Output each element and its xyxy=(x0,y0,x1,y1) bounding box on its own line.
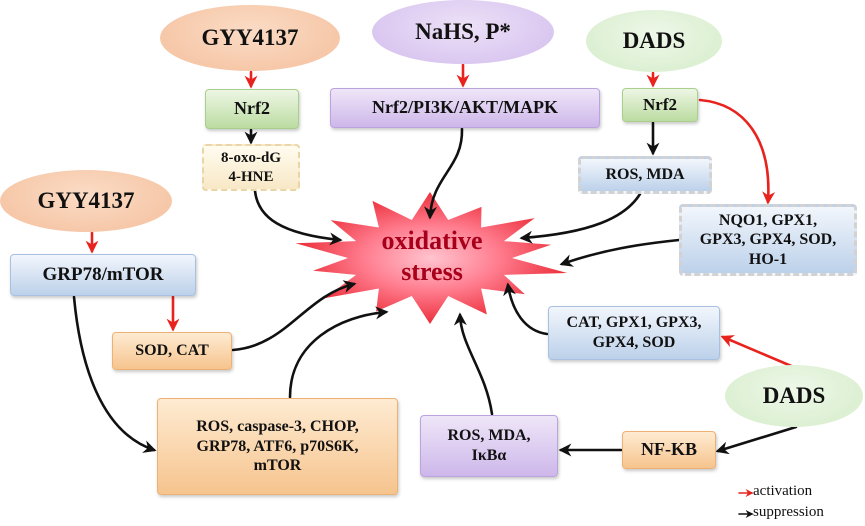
gyy4137-top-node: GYY4137 xyxy=(160,5,340,71)
arrow-cat-gpx-group-to-stress xyxy=(503,282,549,336)
node-label: Nrf2/PI3K/AKT/MAPK xyxy=(372,97,558,118)
arrow-nrf2-pathway-to-stress xyxy=(424,127,464,220)
node-label-line: GPX4, SOD xyxy=(592,334,676,351)
node-label-line: HO-1 xyxy=(748,250,788,268)
gyy4137-left-node: GYY4137 xyxy=(0,170,172,232)
node-label: NaHS, P* xyxy=(415,18,511,44)
nfkb-node: NF-KB xyxy=(622,431,716,469)
arrow-grp78-to-ros-caspase-group xyxy=(72,295,157,453)
node-label: SOD, CAT xyxy=(135,342,209,360)
node-label: ROS, MDA xyxy=(605,166,685,184)
sod-cat-node: SOD, CAT xyxy=(112,332,232,370)
arrow-ros-mda-ikb-to-stress xyxy=(453,312,494,416)
node-label: NF-KB xyxy=(641,439,697,460)
nrf2-right-node: Nrf2 xyxy=(622,88,698,122)
node-label-line: NQO1, GPX1, xyxy=(718,211,818,229)
oxidative-stress-label: oxidative stress xyxy=(352,216,512,298)
grp78-mtor-node: GRP78/mTOR xyxy=(10,254,196,296)
node-label-line: GPX3, GPX4, SOD, xyxy=(699,231,837,249)
ros-mda-ikb-node: ROS, MDA, IκBα xyxy=(420,415,558,477)
arrow-dads-right-to-cat-gpx-group xyxy=(720,335,798,370)
ros-mda-top-node: ROS, MDA xyxy=(578,156,712,194)
nrf2-pathway-node: Nrf2/PI3K/AKT/MAPK xyxy=(330,88,600,128)
node-label: GRP78/mTOR xyxy=(42,264,164,286)
nrf2-left-node: Nrf2 xyxy=(205,89,299,129)
node-label-line: GRP78, ATF6, p70S6K, xyxy=(196,437,359,455)
oxo-hne-node: 8-oxo-dG 4-HNE xyxy=(202,144,300,191)
arrow-nqo1-group-to-stress xyxy=(559,238,681,267)
node-label-line: ROS, MDA, xyxy=(447,427,531,445)
oxidative-stress-burst xyxy=(295,192,568,324)
node-label-line: stress xyxy=(401,257,463,286)
node-label-line: mTOR xyxy=(253,457,302,475)
nqo1-group-node: NQO1, GPX1, GPX3, GPX4, SOD, HO-1 xyxy=(679,204,857,276)
arrow-dads-right-to-nfkb xyxy=(715,425,798,455)
legend-suppression-label: suppression xyxy=(753,504,824,520)
legend-activation: →activation xyxy=(738,481,863,502)
node-label: GYY4137 xyxy=(201,24,299,50)
dads-right-node: DADS xyxy=(725,365,863,427)
cat-gpx-group-node: CAT, GPX1, GPX3, GPX4, SOD xyxy=(548,306,720,360)
node-label: DADS xyxy=(622,27,686,53)
legend: →activation →suppression xyxy=(738,481,863,523)
arrow-ros-caspase-group-to-stress xyxy=(288,306,389,399)
arrow-sod-cat-to-stress xyxy=(231,280,357,352)
node-label-line: 8-oxo-dG xyxy=(221,150,281,167)
node-label-line: oxidative xyxy=(381,226,483,256)
node-label: Nrf2 xyxy=(643,94,677,114)
ros-caspase-group-node: ROS, caspase-3, CHOP, GRP78, ATF6, p70S6… xyxy=(157,398,398,495)
node-label-line: IκBα xyxy=(471,447,507,464)
legend-suppression: →suppression xyxy=(738,502,863,523)
dads-top-node: DADS xyxy=(586,10,722,72)
arrow-oxo-hne-to-stress xyxy=(253,189,343,246)
node-label: GYY4137 xyxy=(37,187,135,213)
node-label-line: CAT, GPX1, GPX3, xyxy=(566,314,702,332)
nahs-node: NaHS, P* xyxy=(372,0,554,64)
legend-activation-label: activation xyxy=(753,483,813,499)
node-label-line: ROS, caspase-3, CHOP, xyxy=(196,418,359,436)
node-label: Nrf2 xyxy=(234,98,270,119)
arrow-nrf2-right-to-nqo1-group xyxy=(698,98,776,205)
arrow-ros-mda-to-stress xyxy=(519,192,642,244)
node-label: DADS xyxy=(762,382,826,408)
node-label-line: 4-HNE xyxy=(228,168,274,185)
